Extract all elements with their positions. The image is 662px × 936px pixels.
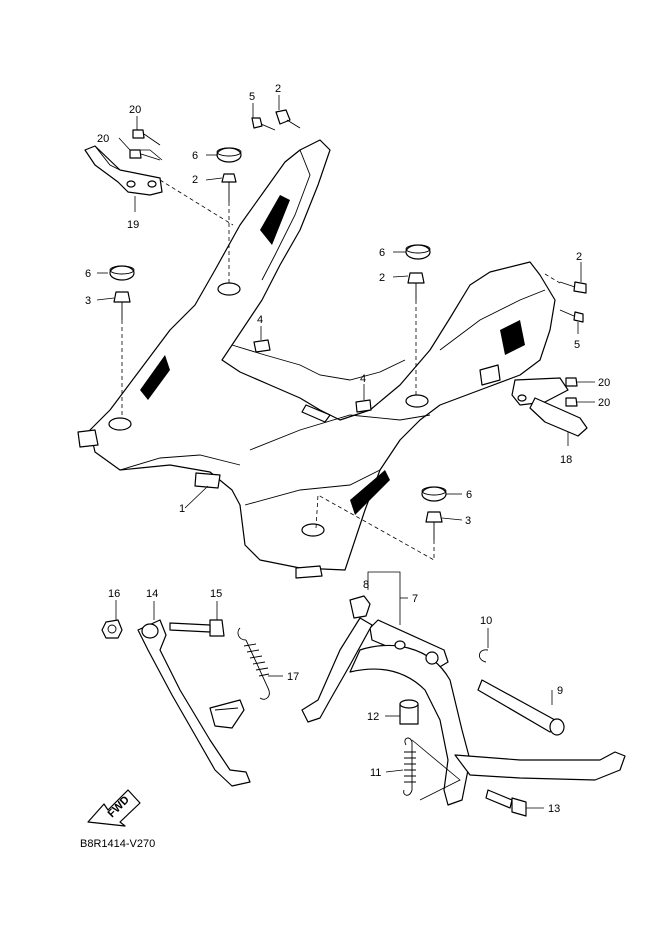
callout-4: 4: [360, 373, 366, 385]
leg-shield: [77, 139, 556, 579]
callout-16: 16: [108, 588, 120, 600]
callout-18: 18: [560, 454, 572, 466]
clip-4a: [253, 339, 271, 353]
callout-6: 6: [466, 489, 472, 501]
bolt-13: [485, 789, 527, 817]
screw-2d: [559, 281, 587, 294]
callout-7: 7: [412, 593, 418, 605]
callout-5: 5: [249, 91, 255, 103]
callout-14: 14: [146, 588, 158, 600]
callout-11: 11: [370, 767, 381, 779]
screw-3a: [113, 291, 131, 320]
screw-2a: [221, 173, 237, 202]
callout-6: 6: [379, 247, 385, 259]
callout-2: 2: [576, 251, 582, 263]
shaft-9: [477, 679, 565, 736]
grommet-6c: [405, 244, 431, 260]
callout-10: 10: [480, 615, 492, 627]
callout-9: 9: [557, 685, 563, 697]
callout-17: 17: [287, 671, 299, 683]
callout-5: 5: [574, 339, 580, 351]
screw-2b: [275, 109, 301, 129]
side-stand: [137, 619, 251, 787]
stopper-8: [349, 595, 371, 619]
callout-13: 13: [548, 803, 560, 815]
callout-2: 2: [379, 272, 385, 284]
callout-20: 20: [129, 104, 141, 116]
clip-4b: [355, 399, 372, 413]
callout-2: 2: [192, 174, 198, 186]
callout-3: 3: [85, 295, 91, 307]
callout-8: 8: [363, 579, 369, 591]
callout-19: 19: [127, 219, 139, 231]
fwd-arrow-icon: FWD: [87, 789, 141, 827]
callout-6: 6: [85, 268, 91, 280]
callout-15: 15: [210, 588, 222, 600]
callout-20: 20: [598, 377, 610, 389]
leader-lines: [96, 95, 595, 809]
callouts: 1 2 2 2 2 3 3 4 4 5 5 6 6 6 6 7 8 9 10 1…: [85, 83, 610, 815]
grommet-6b: [109, 265, 135, 281]
callout-2: 2: [275, 83, 281, 95]
callout-6: 6: [192, 150, 198, 162]
callout-20: 20: [97, 133, 109, 145]
circlip-10: [479, 649, 489, 663]
spring-11: [403, 737, 416, 796]
footrest-bracket-18: [511, 377, 588, 437]
spring-17: [237, 627, 270, 700]
footrest-bracket-19: [84, 145, 163, 196]
callout-3: 3: [465, 515, 471, 527]
nut-16: [101, 619, 123, 639]
collar-12: [399, 699, 419, 725]
screw-2c: [407, 272, 425, 300]
screw-5a: [251, 117, 276, 131]
diagram-code: B8R1414-V270: [80, 838, 155, 850]
callout-12: 12: [367, 711, 379, 723]
grommet-6d: [421, 486, 447, 502]
bolt-15: [169, 619, 225, 637]
grommet-6a: [216, 147, 242, 163]
screw-3b: [425, 511, 443, 540]
center-stand: [301, 617, 626, 806]
callout-1: 1: [179, 503, 185, 515]
screw-5b: [559, 309, 584, 323]
callout-20: 20: [598, 397, 610, 409]
callout-4: 4: [257, 314, 263, 326]
